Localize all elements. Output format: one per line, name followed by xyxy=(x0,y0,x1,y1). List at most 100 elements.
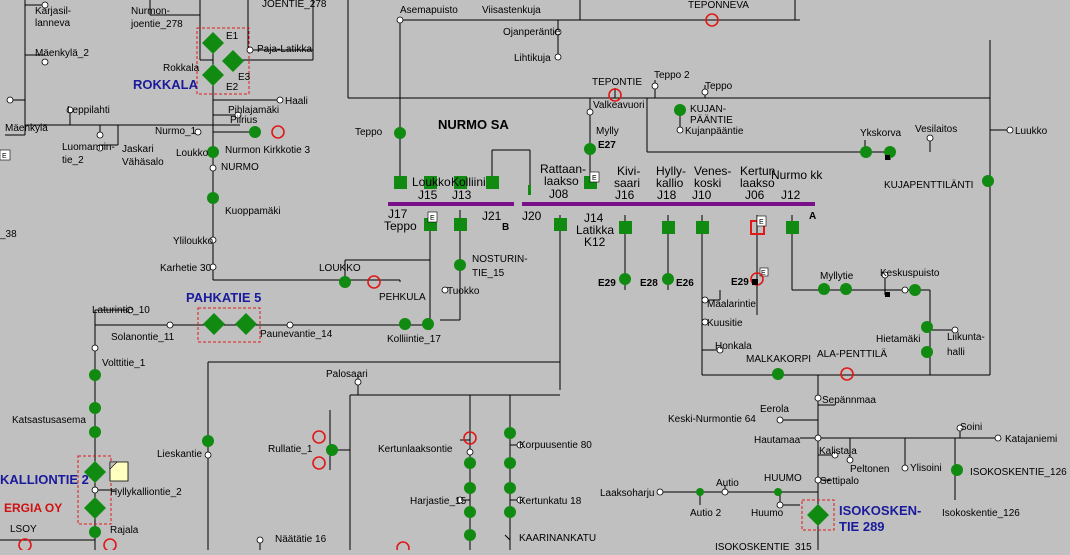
node-label: Hylly- xyxy=(656,164,686,178)
node-label: Katsastusasema xyxy=(12,415,86,426)
node-label: Autio xyxy=(716,478,739,489)
node-label: E26 xyxy=(676,278,694,289)
node-label: E27 xyxy=(598,140,616,151)
node-label: HUUMO xyxy=(764,473,802,484)
node-label: LSOY xyxy=(10,524,37,535)
node-label: Kivi- xyxy=(617,164,640,178)
node-label: Mäenkylä xyxy=(5,123,48,134)
node-label: Kertun xyxy=(740,164,775,178)
node-label: Kuusitie xyxy=(707,318,743,329)
node-label: Settipalo xyxy=(820,476,859,487)
node-label: Karhetie 30 xyxy=(160,263,212,274)
node-label: Hietamäki xyxy=(876,334,920,345)
node-label: JOENTIE_278 xyxy=(262,0,327,10)
station-rokkala: ROKKALA xyxy=(133,77,199,92)
node-label: J20 xyxy=(522,209,542,223)
node-label: joentie_278 xyxy=(130,19,183,30)
node-label: J12 xyxy=(781,188,801,202)
node-label: Kuoppamäki xyxy=(225,206,281,217)
node-label: ISOKOSKENTIE_315 xyxy=(715,542,812,550)
station-isokoskentie: ISOKOSKEN- xyxy=(839,503,921,518)
node-label: Teppo xyxy=(384,219,417,233)
node-label: Teppo xyxy=(355,127,383,138)
node-label: Keskuspuisto xyxy=(880,268,940,279)
bay-labels: Loukko J15 Kolliini J13 Rattaan- laakso … xyxy=(384,162,823,249)
node-label: Loukko xyxy=(176,148,209,159)
node-label: halli xyxy=(947,347,965,358)
node-label: Näätätie 16 xyxy=(275,534,327,545)
misc-symbols xyxy=(109,155,890,482)
node-label: Nurmon- xyxy=(131,6,170,17)
node-label: Sepännmaa xyxy=(822,395,876,406)
node-label: Hautamaa xyxy=(754,435,801,446)
open-switches[interactable] xyxy=(18,13,854,555)
busbar xyxy=(388,185,815,206)
node-label: Laturintie_10 xyxy=(92,305,150,316)
node-label: Eerola xyxy=(760,404,789,415)
svg-text:E: E xyxy=(759,219,764,226)
node-label: Tuokko xyxy=(447,286,480,297)
node-label: Huumo xyxy=(751,508,784,519)
node-label: Ylisoini xyxy=(910,463,942,474)
earth-markers: E E E E E xyxy=(0,149,769,277)
node-label: ISOKOSKENTIE_126 xyxy=(970,467,1067,478)
node-label: Honkala xyxy=(715,341,752,352)
node-label: Hyllykalliontie_2 xyxy=(110,487,182,498)
node-label: Kertunlaaksontie xyxy=(378,444,453,455)
node-label: Myllytie xyxy=(820,271,854,282)
node-label: Kujanpääntie xyxy=(685,126,744,137)
svg-text:E: E xyxy=(761,270,766,277)
node-label: Vähäsalo xyxy=(122,157,164,168)
station-diamonds[interactable] xyxy=(77,27,835,531)
node-label: Karjasil- xyxy=(35,6,71,17)
node-label: E3 xyxy=(238,72,251,83)
node-label: Nurmo kk xyxy=(771,168,823,182)
node-label: laakso xyxy=(544,174,579,188)
node-label: Venes- xyxy=(694,164,731,178)
node-label: J06 xyxy=(745,188,765,202)
node-label: Rajala xyxy=(110,525,139,536)
node-label: J08 xyxy=(549,187,569,201)
node-label: koski xyxy=(694,176,721,190)
station-titles: NURMO SA ROKKALA PAHKATIE 5 KALLIONTIE 2… xyxy=(0,77,921,534)
node-label: K12 xyxy=(584,235,606,249)
node-label: J10 xyxy=(692,188,712,202)
node-label: Paja-Latikka xyxy=(257,44,312,55)
node-label: Rokkala xyxy=(163,63,200,74)
node-label: E2 xyxy=(226,82,239,93)
closed-switches[interactable] xyxy=(89,104,994,541)
node-label: Jaskari xyxy=(122,144,154,155)
feeder-codes: E27 E29 E28 E26 E29 E1 E2 E3 xyxy=(226,31,749,289)
node-label: Latikka xyxy=(576,223,614,237)
node-label: Lihtikuja xyxy=(514,53,551,64)
node-label: TEPONNEVA xyxy=(688,0,749,11)
station-hyllykalliontie: KALLIONTIE 2 xyxy=(0,472,89,487)
node-label: PÄÄNTIE xyxy=(690,114,733,126)
svg-text:E: E xyxy=(430,215,435,222)
node-label: Kalistaja xyxy=(819,446,857,457)
node-label: Peltonen xyxy=(850,464,889,475)
node-label: Kertunkatu 18 xyxy=(519,496,582,507)
node-label: J14 xyxy=(584,211,604,225)
breakers[interactable] xyxy=(394,176,799,235)
disconnectors[interactable] xyxy=(6,1,1014,544)
node-label: Nurmon Kirkkotie 3 xyxy=(225,145,310,156)
node-label: Kolliintie_17 xyxy=(387,334,441,345)
node-label: A xyxy=(809,211,816,222)
node-label: Lieskantie xyxy=(157,449,202,460)
node-label: Laaksoharju xyxy=(600,488,654,499)
node-label: Mylly xyxy=(596,126,619,137)
node-label: KUJAN- xyxy=(690,104,726,115)
node-label: Asemapuisto xyxy=(400,5,458,16)
node-label: J18 xyxy=(657,188,677,202)
node-label: J13 xyxy=(452,188,472,202)
node-label: Loukko xyxy=(412,175,451,189)
node-label: kallio xyxy=(656,176,684,190)
node-label: E1 xyxy=(226,31,239,42)
node-label: Teppo 2 xyxy=(654,70,690,81)
node-label: Pihlajamäki xyxy=(228,105,279,116)
node-label: TEPONTIE xyxy=(592,77,642,88)
node-label: Soini xyxy=(960,422,982,433)
